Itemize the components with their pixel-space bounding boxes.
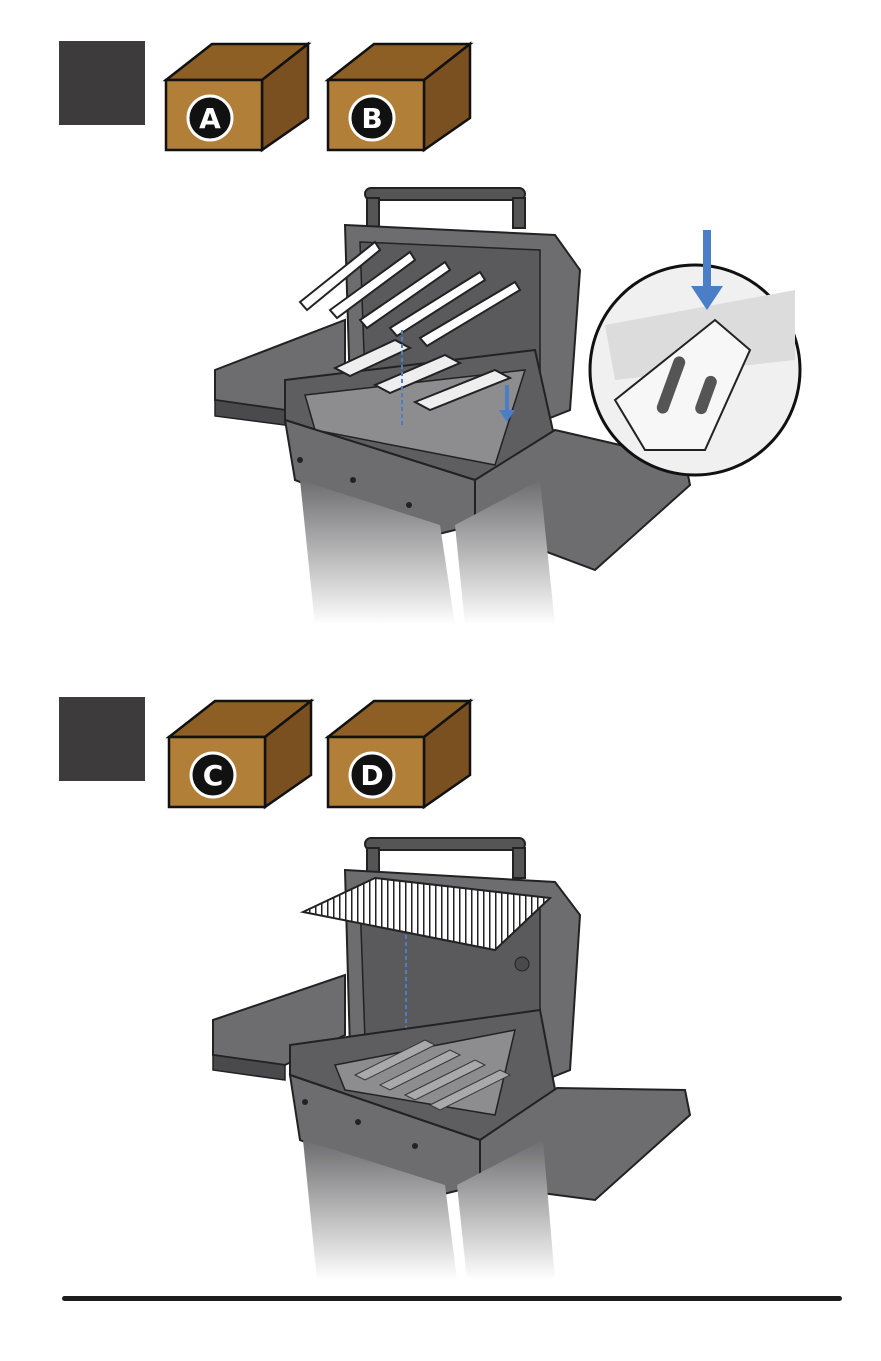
part-label-d: D bbox=[360, 759, 383, 792]
part-label-a: A bbox=[199, 102, 221, 135]
part-box-b: B bbox=[324, 40, 484, 155]
part-box-c: C bbox=[165, 697, 325, 812]
step-number-block-2 bbox=[59, 697, 145, 781]
part-label-b: B bbox=[361, 102, 382, 135]
part-box-d: D bbox=[324, 697, 484, 812]
part-box-a: A bbox=[162, 40, 322, 155]
grill-cooking-grates-illustration bbox=[195, 830, 695, 1285]
part-label-c: C bbox=[203, 759, 224, 792]
step-number-block-1 bbox=[59, 41, 145, 125]
bottom-divider bbox=[62, 1296, 842, 1301]
grill-flavorizer-bars-illustration bbox=[195, 180, 815, 630]
